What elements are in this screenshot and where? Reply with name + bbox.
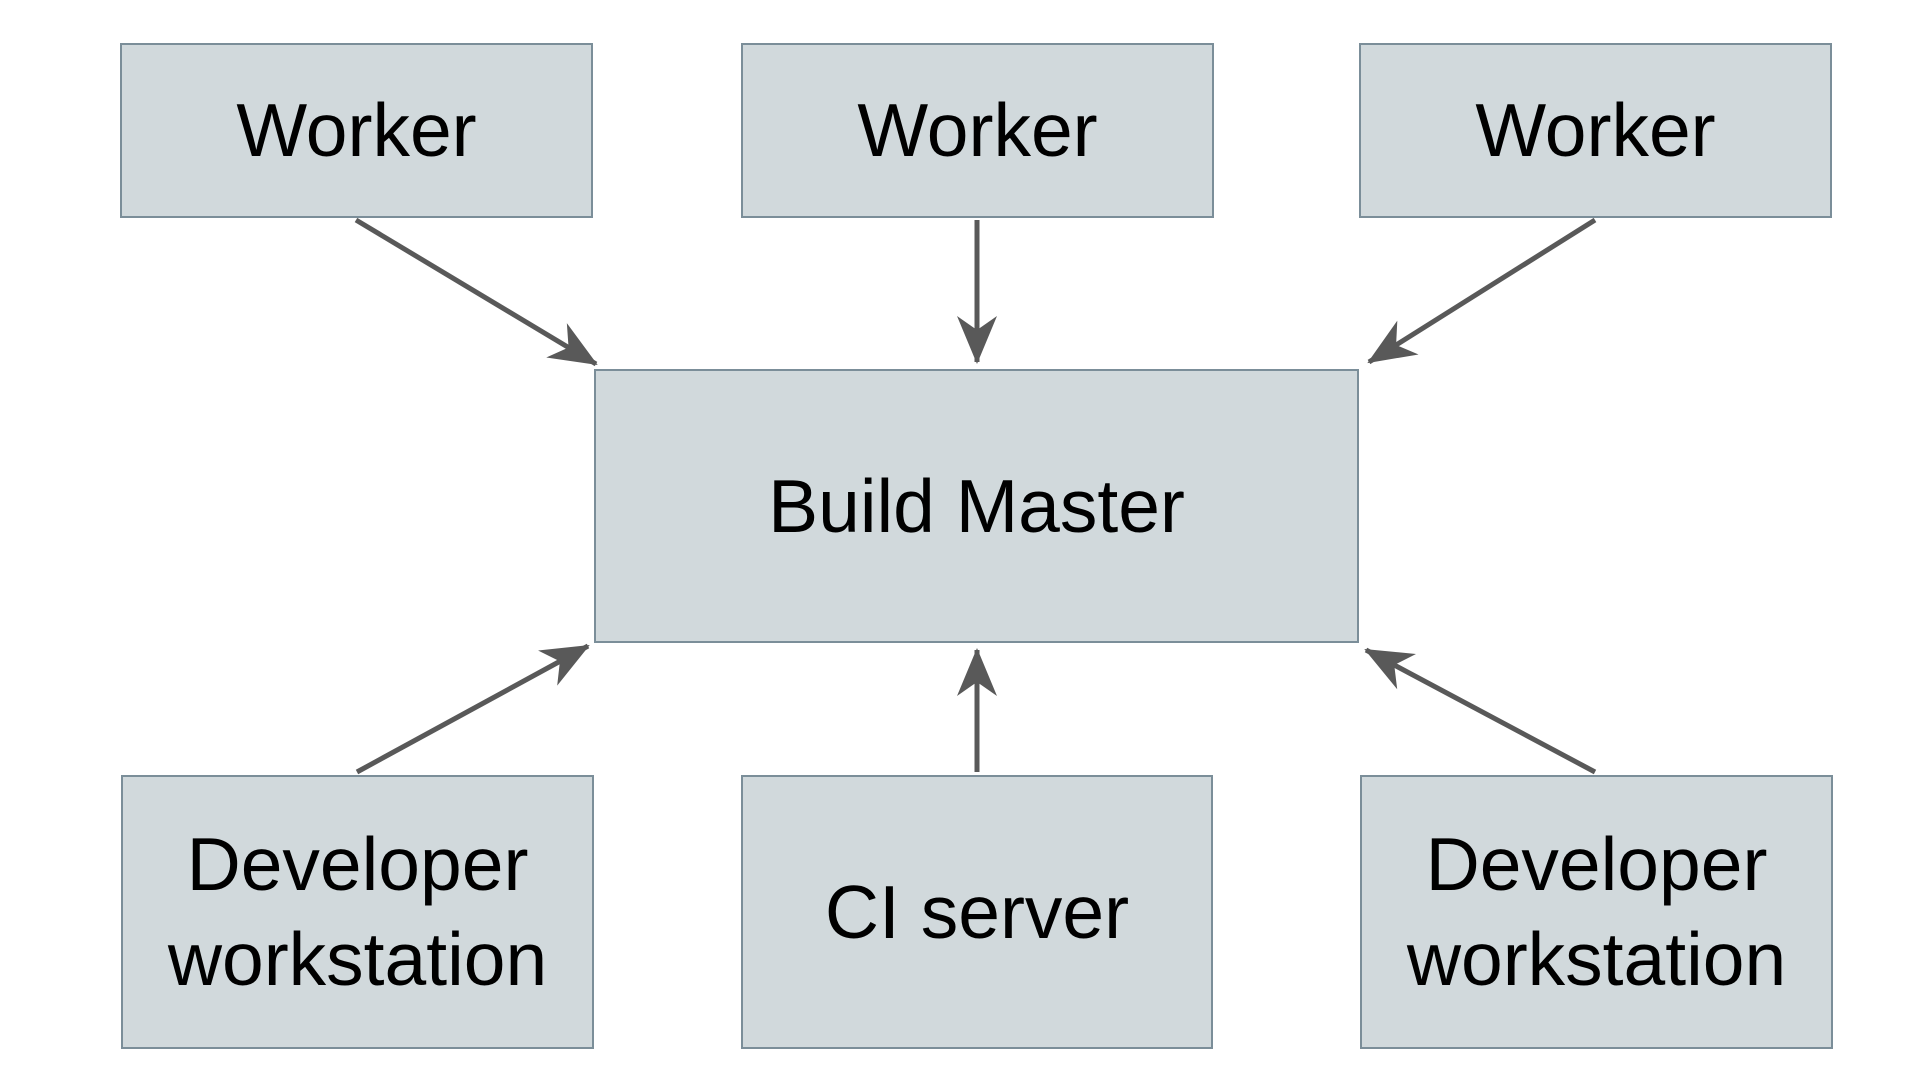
node-developer-workstation-right: Developer workstation: [1360, 775, 1833, 1049]
node-label: Developer workstation: [167, 822, 548, 1001]
arrow-worker-left-to-build-master: [354, 217, 598, 367]
node-worker-center: Worker: [741, 43, 1214, 218]
node-label: Worker: [236, 88, 477, 172]
node-label: Build Master: [768, 463, 1185, 548]
node-worker-right: Worker: [1359, 43, 1832, 218]
node-label: CI server: [824, 869, 1130, 954]
node-label: Developer workstation: [1406, 822, 1787, 1001]
arrow-worker-right-to-build-master: [1367, 217, 1597, 365]
node-worker-left: Worker: [120, 43, 593, 218]
node-ci-server: CI server: [741, 775, 1213, 1049]
node-label: Worker: [857, 88, 1098, 172]
node-build-master: Build Master: [594, 369, 1359, 643]
arrow-dev-left-to-build-master: [355, 643, 590, 775]
arrow-dev-right-to-build-master: [1364, 647, 1597, 775]
node-label: Worker: [1475, 88, 1716, 172]
node-developer-workstation-left: Developer workstation: [121, 775, 594, 1049]
